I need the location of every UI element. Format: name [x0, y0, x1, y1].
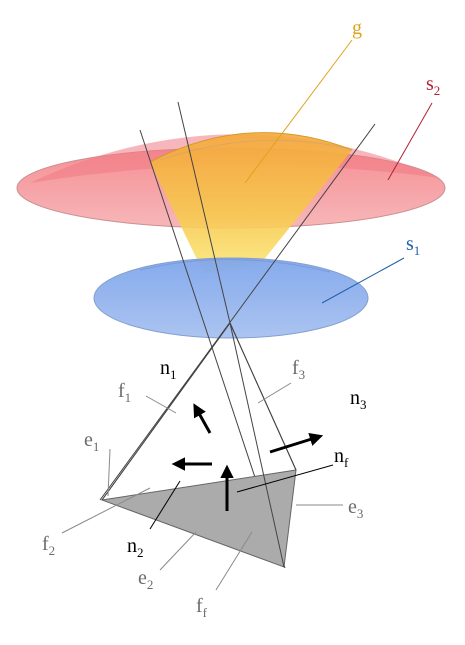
label-n2: n2	[127, 535, 144, 560]
surface-s1	[93, 257, 369, 339]
label-s2: s2	[426, 73, 440, 98]
label-s1: s1	[406, 233, 420, 258]
leader-lines	[61, 39, 433, 591]
label-g: g	[352, 17, 362, 39]
label-ff: ff	[196, 595, 208, 620]
labels: g s2 s1 n1 f1 f3 n3 e1 nf e3 f2 n2 e2 ff	[42, 17, 440, 620]
label-e1: e1	[84, 429, 99, 454]
label-e2: e2	[138, 567, 153, 592]
arrow-n3	[269, 432, 324, 454]
tetrahedron	[100, 322, 297, 568]
label-f3: f3	[292, 357, 305, 382]
label-f1: f1	[118, 380, 131, 405]
normal-arrows	[171, 403, 324, 511]
label-n3: n3	[350, 387, 367, 412]
arrow-n1	[193, 403, 212, 434]
label-n1: n1	[160, 357, 177, 382]
face-ff	[100, 469, 297, 568]
label-e3: e3	[348, 496, 363, 521]
label-nf: nf	[334, 445, 349, 470]
label-f2: f2	[42, 533, 55, 558]
surface-g	[149, 132, 353, 274]
